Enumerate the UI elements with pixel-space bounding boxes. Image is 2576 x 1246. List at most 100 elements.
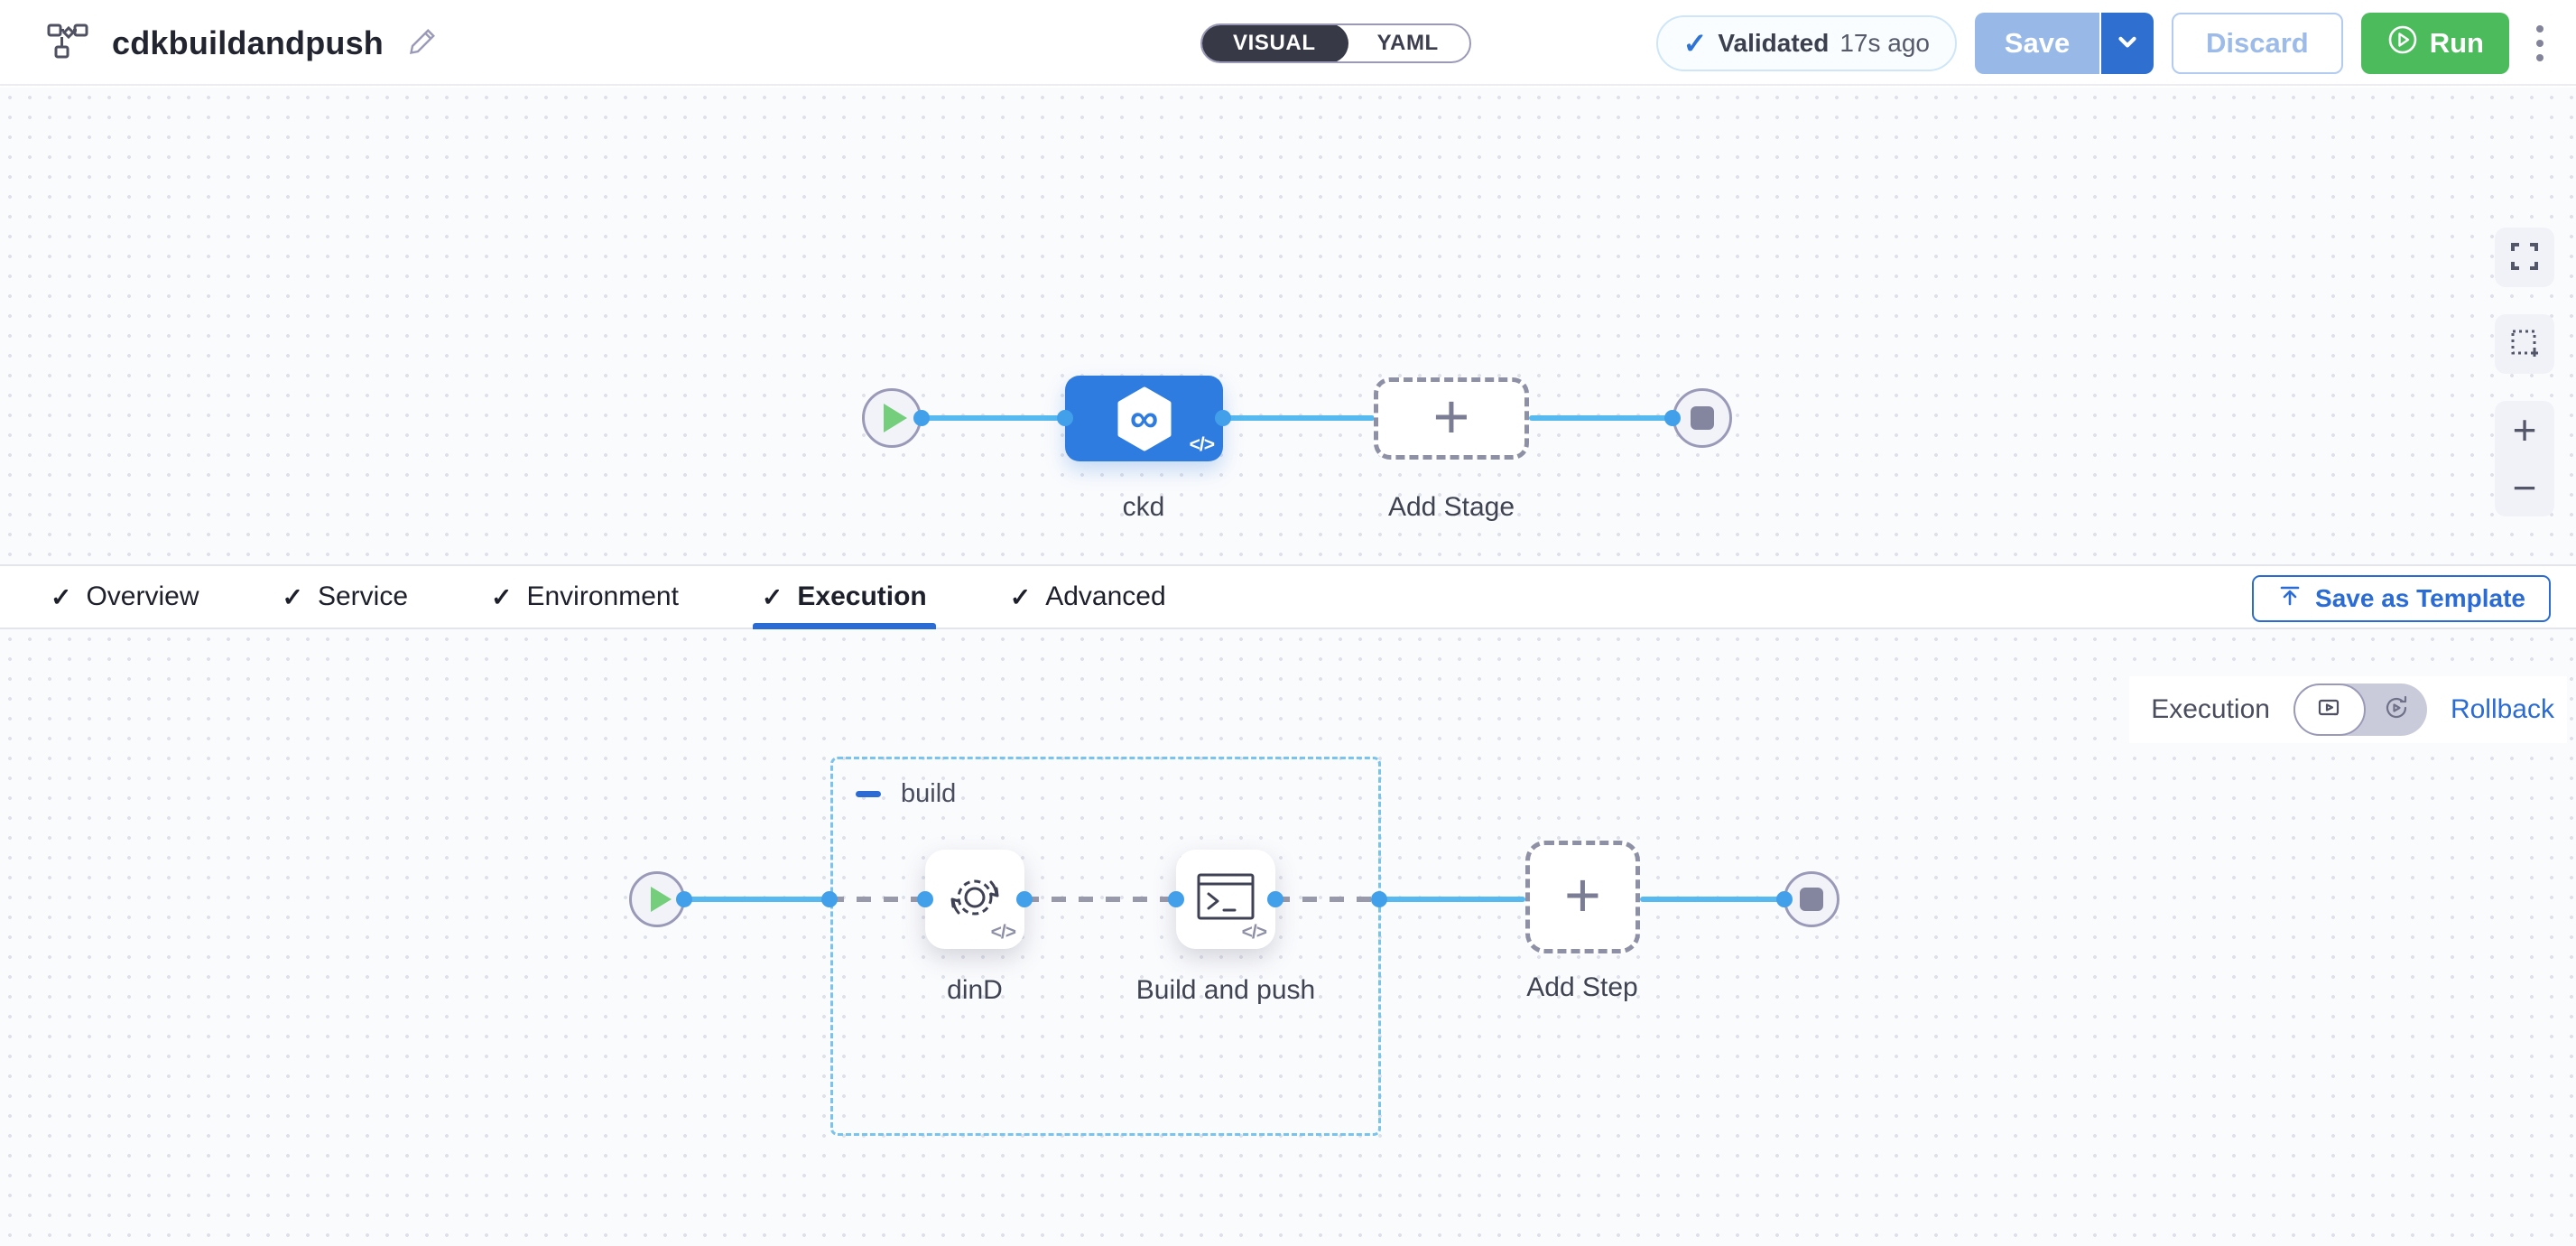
- fullscreen-button[interactable]: [2495, 228, 2554, 287]
- rollback-flow-icon: [2383, 694, 2410, 726]
- port[interactable]: [1776, 891, 1793, 907]
- save-button[interactable]: Save: [1975, 12, 2099, 74]
- stage-node-ckd[interactable]: ∞ </>: [1065, 376, 1223, 461]
- edge-dind-to-buildpush: [1024, 897, 1176, 902]
- add-stage-button[interactable]: +: [1374, 377, 1529, 460]
- tab-advanced[interactable]: ✓ Advanced: [1010, 566, 1166, 628]
- play-icon: [884, 404, 907, 432]
- execution-view-label: Execution: [2151, 694, 2270, 724]
- validation-status: Validated: [1718, 28, 1830, 57]
- toggle-yaml[interactable]: YAML: [1376, 31, 1439, 55]
- tab-environment[interactable]: ✓ Environment: [491, 566, 679, 628]
- plus-icon: +: [1564, 859, 1601, 930]
- code-badge-icon: </>: [1189, 434, 1215, 455]
- run-label: Run: [2429, 26, 2484, 59]
- rollback-link[interactable]: Rollback: [2450, 694, 2554, 724]
- edge-stage-to-addstage: [1223, 415, 1375, 421]
- selection-box-icon: [2509, 328, 2540, 361]
- tab-label: Environment: [526, 581, 679, 611]
- check-icon: ✓: [761, 582, 783, 611]
- edge-buildpush-to-group: [1275, 897, 1379, 902]
- toggle-visual[interactable]: VISUAL: [1201, 25, 1348, 61]
- add-step-label: Add Step: [1526, 972, 1638, 1002]
- header-actions: ✓ Validated 17s ago Save Discard: [1655, 0, 2553, 86]
- upload-icon: [2277, 583, 2303, 615]
- execution-view-segment[interactable]: [2293, 683, 2366, 736]
- collapse-group-icon[interactable]: [856, 791, 881, 797]
- edge-addstep-to-end: [1640, 897, 1784, 902]
- check-icon: ✓: [1682, 26, 1708, 60]
- step-group-header: build: [856, 779, 956, 809]
- ci-hexagon-icon: ∞: [1112, 386, 1177, 451]
- edge-addstage-to-end: [1529, 415, 1673, 421]
- port[interactable]: [1016, 891, 1033, 907]
- discard-button[interactable]: Discard: [2172, 12, 2343, 74]
- port[interactable]: [1057, 410, 1073, 426]
- kebab-dot: [2536, 39, 2544, 47]
- save-as-template-label: Save as Template: [2315, 584, 2525, 612]
- edge-start-to-stage: [922, 415, 1066, 421]
- step-node-build-and-push[interactable]: </>: [1176, 850, 1275, 949]
- port[interactable]: [821, 891, 838, 907]
- multi-select-button[interactable]: [2495, 314, 2554, 374]
- check-icon: ✓: [282, 582, 303, 611]
- run-button[interactable]: Run: [2360, 12, 2509, 74]
- play-icon: [650, 887, 672, 912]
- tab-execution[interactable]: ✓ Execution: [752, 566, 936, 629]
- execution-flow-icon: [2316, 694, 2343, 726]
- port[interactable]: [913, 410, 930, 426]
- step-label: dinD: [947, 975, 1003, 1005]
- zoom-in-button[interactable]: +: [2495, 401, 2554, 459]
- execution-graph-canvas[interactable]: Execution: [0, 629, 2576, 1246]
- more-options-button[interactable]: [2527, 20, 2553, 67]
- edge-group-to-addstep: [1379, 897, 1525, 902]
- edit-pencil-icon[interactable]: [407, 24, 440, 61]
- zoom-out-button[interactable]: −: [2495, 459, 2554, 516]
- save-menu-button[interactable]: [2101, 12, 2154, 74]
- rollback-view-segment[interactable]: [2366, 683, 2427, 736]
- step-node-dind[interactable]: </>: [925, 850, 1024, 949]
- tab-service[interactable]: ✓ Service: [283, 566, 409, 628]
- chevron-down-icon: [2114, 28, 2141, 58]
- code-badge-icon: </>: [990, 922, 1016, 943]
- step-group-build[interactable]: [830, 757, 1381, 1136]
- port[interactable]: [1215, 410, 1231, 426]
- tab-overview[interactable]: ✓ Overview: [51, 566, 199, 628]
- stage-label: ckd: [1122, 492, 1165, 522]
- tabs: ✓ Overview ✓ Service ✓ Environment ✓ Exe…: [0, 566, 1166, 629]
- validation-time: 17s ago: [1839, 28, 1930, 57]
- stage-tabbar: ✓ Overview ✓ Service ✓ Environment ✓ Exe…: [0, 564, 2576, 629]
- port[interactable]: [917, 891, 933, 907]
- execution-view-toolbar: Execution: [2129, 676, 2567, 743]
- header-title-group: cdkbuildandpush: [47, 0, 440, 86]
- run-play-icon: [2386, 23, 2419, 63]
- execution-end-node[interactable]: [1784, 871, 1839, 927]
- stage-graph-canvas[interactable]: ∞ </> + ckd Add Stage: [0, 88, 2576, 564]
- save-split-button: Save: [1975, 12, 2154, 74]
- pipeline-end-node[interactable]: [1673, 388, 1732, 448]
- add-step-button[interactable]: +: [1525, 841, 1640, 953]
- check-icon: ✓: [1009, 582, 1032, 611]
- port[interactable]: [1267, 891, 1283, 907]
- pipeline-icon: [47, 22, 88, 64]
- port[interactable]: [676, 891, 692, 907]
- stop-icon: [1800, 888, 1823, 911]
- port[interactable]: [1371, 891, 1387, 907]
- tab-label: Advanced: [1045, 581, 1166, 611]
- save-divider: [2099, 12, 2101, 74]
- check-icon: ✓: [51, 582, 72, 611]
- kebab-dot: [2536, 53, 2544, 61]
- execution-rollback-toggle[interactable]: [2293, 683, 2427, 736]
- canvas-controls: + −: [2495, 228, 2554, 516]
- plus-icon: +: [1432, 380, 1470, 451]
- visual-yaml-toggle: VISUAL YAML: [1200, 23, 1471, 63]
- step-label: Build and push: [1135, 975, 1316, 1005]
- save-as-template-button[interactable]: Save as Template: [2252, 575, 2551, 622]
- gear-sync-icon: [944, 867, 1005, 933]
- code-badge-icon: </>: [1241, 922, 1267, 943]
- port[interactable]: [1168, 891, 1184, 907]
- validation-badge[interactable]: ✓ Validated 17s ago: [1655, 14, 1957, 71]
- edge-group-to-dind: [829, 897, 925, 902]
- edge-start-to-group: [684, 897, 829, 902]
- port[interactable]: [1664, 410, 1681, 426]
